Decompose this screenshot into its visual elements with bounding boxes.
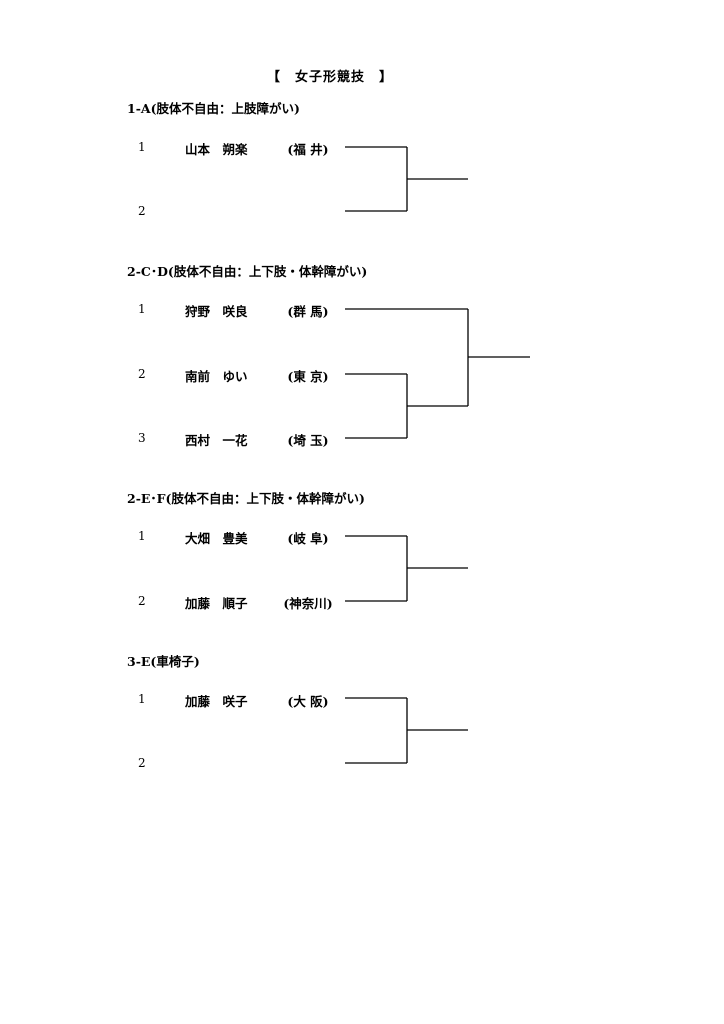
player-name: 西村 一花 — [185, 433, 248, 448]
player-name: 狩野 咲良 — [185, 304, 248, 319]
bracket-1a — [345, 146, 468, 212]
player-name: 加藤 順子 — [185, 596, 248, 611]
player-prefecture: (岐 阜) — [287, 531, 329, 546]
seed-number: 1 — [138, 302, 146, 316]
bracket-2cd — [345, 308, 530, 439]
section-title-2ef: 2-E･F(肢体不自由：上下肢・体幹障がい) — [127, 491, 365, 506]
player-name: 大畑 豊美 — [185, 531, 248, 546]
seed-number: 1 — [138, 140, 146, 154]
section-title-1a: 1-A(肢体不自由：上肢障がい) — [127, 101, 300, 116]
section-title-2cd: 2-C･D(肢体不自由：上下肢・体幹障がい) — [127, 264, 368, 279]
seed-number: 3 — [138, 431, 146, 445]
seed-number: 2 — [138, 594, 146, 608]
player-name: 南前 ゆい — [185, 369, 248, 384]
page-title: 【 女子形競技 】 — [266, 70, 393, 85]
player-prefecture: (福 井) — [287, 142, 329, 157]
player-name: 加藤 咲子 — [185, 694, 248, 709]
section-title-3e: 3-E(車椅子) — [127, 654, 200, 669]
player-prefecture: (大 阪) — [287, 694, 329, 709]
player-prefecture: (東 京) — [287, 369, 329, 384]
seed-number: 1 — [138, 692, 146, 706]
player-prefecture: (群 馬) — [287, 304, 329, 319]
seed-number: 1 — [138, 529, 146, 543]
bracket-3e — [345, 697, 468, 764]
seed-number: 2 — [138, 367, 146, 381]
bracket-2ef — [345, 535, 468, 602]
player-name: 山本 朔楽 — [185, 142, 248, 157]
seed-number: 2 — [138, 756, 146, 770]
player-prefecture: (埼 玉) — [287, 433, 329, 448]
seed-number: 2 — [138, 204, 146, 218]
player-prefecture: (神奈川) — [283, 596, 333, 611]
